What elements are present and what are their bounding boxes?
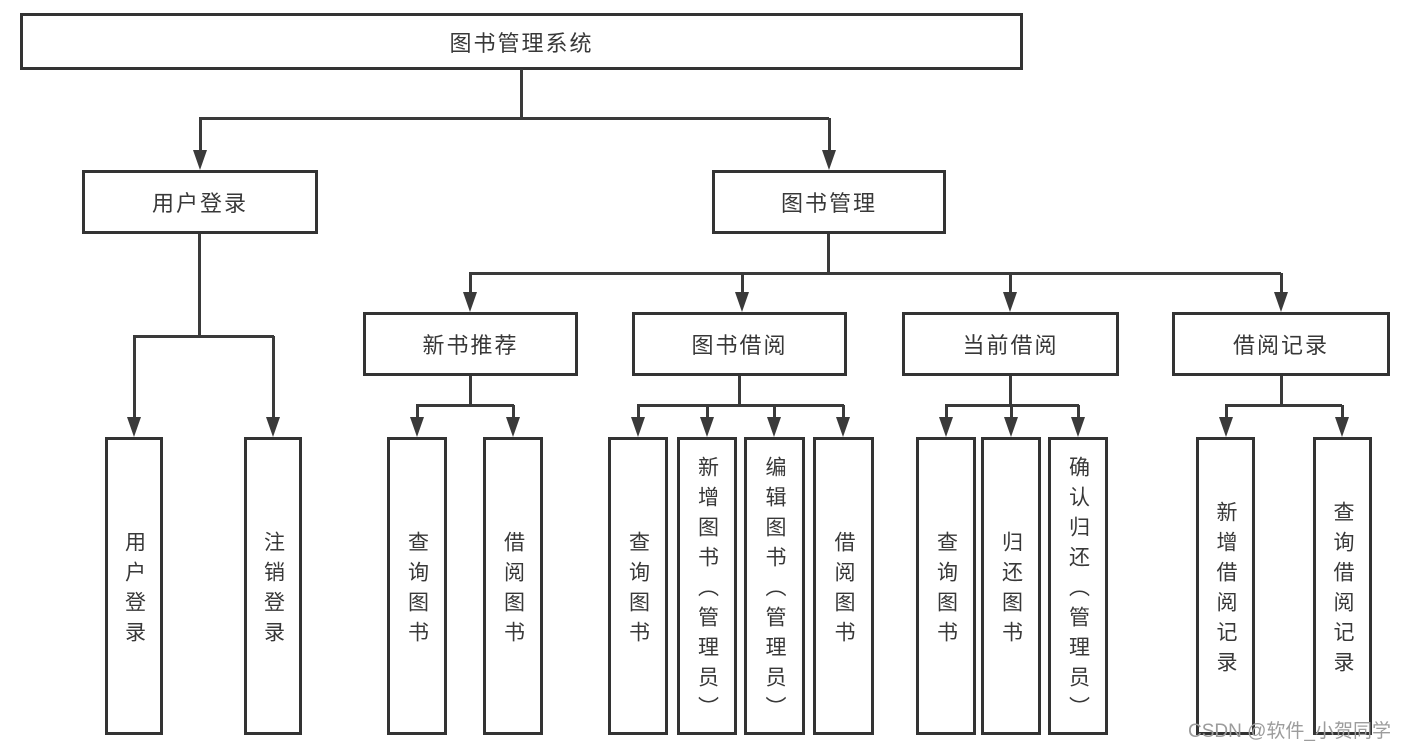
leaf-logout: 注销登录 <box>244 437 302 735</box>
leaf-borrow-borrow-books: 借阅图书 <box>813 437 874 735</box>
connector-arrow-borrow-query <box>630 405 646 437</box>
node-borrow-records: 借阅记录 <box>1172 312 1390 376</box>
connector-recommend-trunk <box>469 376 472 406</box>
node-root-library-management-system: 图书管理系统 <box>20 13 1023 70</box>
connector-arrow-current-confirm <box>1070 405 1086 437</box>
leaf-current-query-books: 查询图书 <box>916 437 976 735</box>
leaf-records-add-record: 新增借阅记录 <box>1196 437 1255 735</box>
connector-user-login-trunk <box>198 234 201 336</box>
connector-recommend-split <box>416 404 514 407</box>
connector-arrow-borrow-borrow <box>835 405 851 437</box>
leaf-current-return-books: 归还图书 <box>981 437 1041 735</box>
connector-level3-split <box>469 272 1281 275</box>
connector-arrow-recommend-query <box>409 405 425 437</box>
node-book-borrow: 图书借阅 <box>632 312 847 376</box>
connector-arrow-current-return <box>1003 405 1019 437</box>
connector-arrow-borrow-add <box>699 405 715 437</box>
leaf-recommend-borrow-books: 借阅图书 <box>483 437 543 735</box>
leaf-user-login-label: 用户登录 <box>122 530 146 651</box>
connector-arrow-records-add <box>1218 405 1234 437</box>
connector-book-management-trunk <box>827 234 830 274</box>
leaf-user-login: 用户登录 <box>105 437 163 735</box>
connector-current-trunk <box>1009 376 1012 406</box>
leaf-recommend-query-books-label: 查询图书 <box>405 530 429 651</box>
connector-arrow-to-leaf-logout <box>265 336 281 437</box>
connector-records-trunk <box>1280 376 1283 406</box>
connector-arrow-recommend-borrow <box>505 405 521 437</box>
connector-borrow-trunk <box>738 376 741 406</box>
leaf-borrow-add-books-admin-label: 新增图书（管理员） <box>695 455 719 726</box>
leaf-recommend-borrow-books-label: 借阅图书 <box>501 530 525 651</box>
leaf-records-add-record-label: 新增借阅记录 <box>1214 500 1238 681</box>
connector-arrow-records-query <box>1334 405 1350 437</box>
connector-level1-split <box>199 117 829 120</box>
csdn-watermark: CSDN @软件_小贺同学 <box>1188 721 1391 742</box>
connector-arrow-to-book-borrow <box>734 273 750 312</box>
connector-records-split <box>1225 404 1342 407</box>
node-current-borrow: 当前借阅 <box>902 312 1119 376</box>
node-book-management: 图书管理 <box>712 170 946 234</box>
leaf-records-query-record: 查询借阅记录 <box>1313 437 1372 735</box>
leaf-borrow-query-books-label: 查询图书 <box>626 530 650 651</box>
connector-arrow-to-book-management <box>821 118 837 170</box>
leaf-records-query-record-label: 查询借阅记录 <box>1331 500 1355 681</box>
connector-arrow-to-new-book-recommend <box>462 273 478 312</box>
connector-arrow-to-leaf-user-login <box>126 336 142 437</box>
leaf-current-confirm-return-admin-label: 确认归还（管理员） <box>1066 455 1090 726</box>
leaf-borrow-add-books-admin: 新增图书（管理员） <box>677 437 737 735</box>
leaf-borrow-edit-books-admin-label: 编辑图书（管理员） <box>763 455 787 726</box>
leaf-recommend-query-books: 查询图书 <box>387 437 447 735</box>
connector-arrow-borrow-edit <box>766 405 782 437</box>
leaf-borrow-borrow-books-label: 借阅图书 <box>832 530 856 651</box>
connector-arrow-to-current-borrow <box>1002 273 1018 312</box>
connector-borrow-split <box>637 404 844 407</box>
leaf-logout-label: 注销登录 <box>261 530 285 651</box>
connector-arrow-current-query <box>938 405 954 437</box>
connector-arrow-to-user-login <box>192 118 208 170</box>
connector-user-login-split <box>133 335 274 338</box>
connector-arrow-to-borrow-records <box>1273 273 1289 312</box>
node-user-login: 用户登录 <box>82 170 318 234</box>
leaf-current-query-books-label: 查询图书 <box>934 530 958 651</box>
leaf-current-confirm-return-admin: 确认归还（管理员） <box>1048 437 1108 735</box>
leaf-borrow-edit-books-admin: 编辑图书（管理员） <box>744 437 805 735</box>
connector-root-trunk <box>520 69 523 118</box>
node-new-book-recommend: 新书推荐 <box>363 312 578 376</box>
leaf-current-return-books-label: 归还图书 <box>999 530 1023 651</box>
leaf-borrow-query-books: 查询图书 <box>608 437 668 735</box>
